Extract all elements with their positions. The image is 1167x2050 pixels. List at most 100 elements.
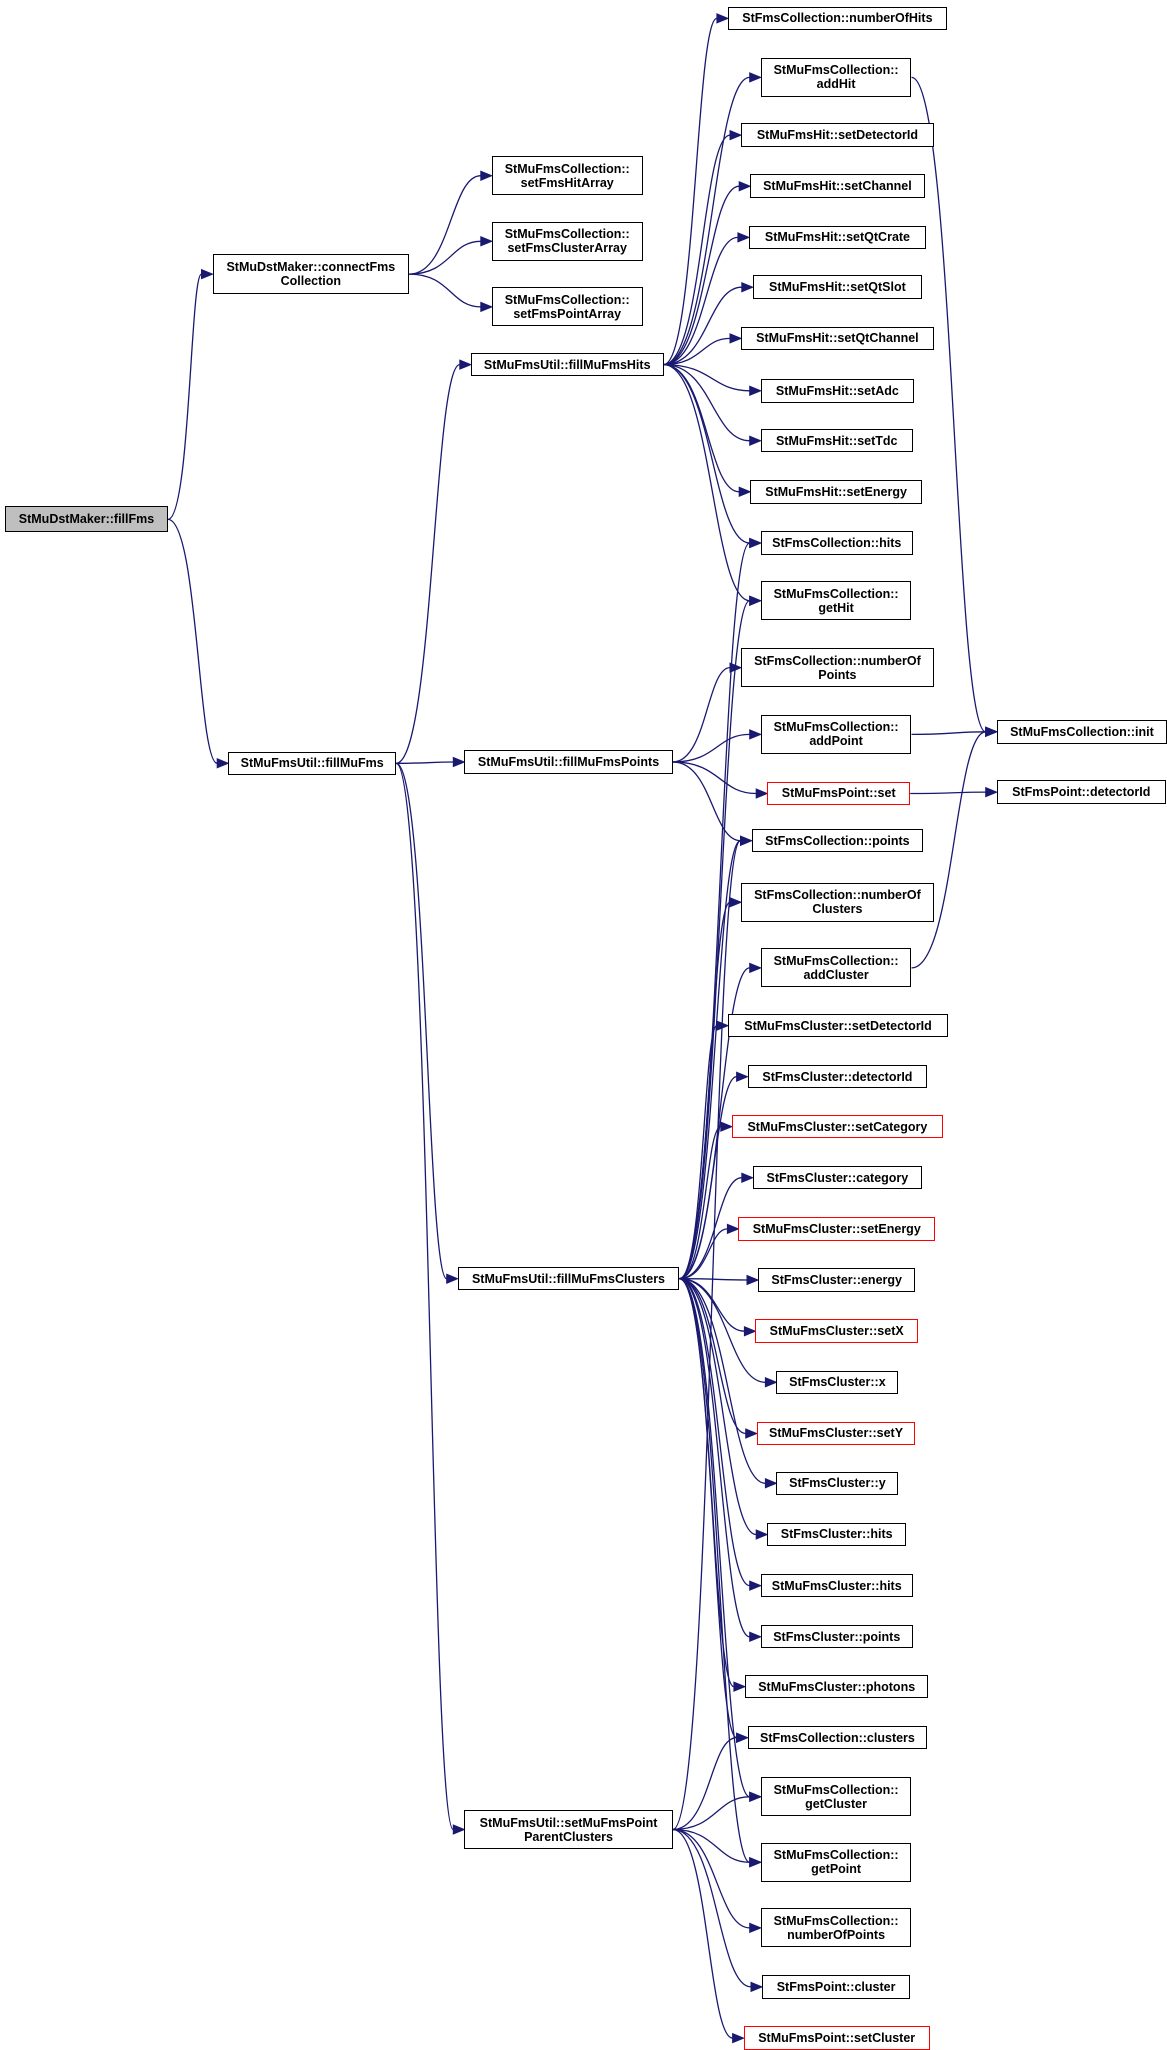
node-label-line: StMuFmsUtil::setMuFmsPoint xyxy=(479,1815,658,1830)
edge-n1-n2 xyxy=(167,273,203,521)
node-stmufmscollection-getcluster[interactable]: StMuFmsCollection::getCluster xyxy=(760,1777,912,1817)
node-stfmscluster-hits[interactable]: StFmsCluster::hits xyxy=(767,1522,907,1547)
node-stmufmscluster-setdetectorid[interactable]: StMuFmsCluster::setDetectorId xyxy=(727,1013,949,1038)
node-stmufmscluster-photons[interactable]: StMuFmsCluster::photons xyxy=(744,1674,929,1699)
edge-n2-n6 xyxy=(409,273,481,308)
node-stfmscluster-points[interactable]: StFmsCluster::points xyxy=(760,1624,913,1649)
node-stmufmscollection-gethit[interactable]: StMuFmsCollection::getHit xyxy=(760,581,912,621)
arrowhead-n10-n26 xyxy=(740,835,753,846)
node-stfmscluster-detectorid[interactable]: StFmsCluster::detectorId xyxy=(747,1064,928,1089)
node-stfmscluster-y[interactable]: StFmsCluster::y xyxy=(776,1471,899,1496)
node-stmufmscollection-setfmsclusterarray[interactable]: StMuFmsCollection::setFmsClusterArray xyxy=(491,221,643,261)
node-label-line: getHit xyxy=(818,600,854,615)
node-stmufmshit-setenergy[interactable]: StMuFmsHit::setEnergy xyxy=(750,480,922,504)
node-label-line: StMuFmsHit::setAdc xyxy=(775,383,899,398)
node-label-line: setFmsHitArray xyxy=(520,175,614,190)
edge-n10-n46 xyxy=(672,1828,750,1929)
edge-n9-n39 xyxy=(679,1278,757,1536)
node-label-line: StMuFmsCollection:: xyxy=(504,227,630,242)
node-stfmscollection-hits[interactable]: StFmsCollection::hits xyxy=(760,531,913,555)
node-stmufmscollection-getpoint[interactable]: StMuFmsCollection::getPoint xyxy=(760,1842,912,1882)
node-stmufmshit-setqtchannel[interactable]: StMuFmsHit::setQtChannel xyxy=(741,326,934,351)
node-stmufmspoint-set[interactable]: StMuFmsPoint::set xyxy=(767,781,911,806)
node-stmufmshit-setqtcrate[interactable]: StMuFmsHit::setQtCrate xyxy=(748,225,926,250)
edge-n12-n49 xyxy=(911,76,987,733)
edge-n9-n26 xyxy=(679,840,742,1280)
edge-n9-n36 xyxy=(679,1278,766,1383)
node-stfmscluster-category[interactable]: StFmsCluster::category xyxy=(752,1165,922,1190)
node-stfmscluster-energy[interactable]: StFmsCluster::energy xyxy=(758,1268,916,1292)
arrowhead-n10-n45 xyxy=(749,1857,763,1868)
node-stmufmscollection-setfmspointarray[interactable]: StMuFmsCollection::setFmsPointArray xyxy=(491,287,643,327)
node-label-line: StMuFmsCollection:: xyxy=(773,63,899,78)
node-stmufmshit-setdetectorid[interactable]: StMuFmsHit::setDetectorId xyxy=(741,123,934,147)
edge-n9-n45 xyxy=(679,1278,751,1863)
arrowhead-n9-n21 xyxy=(749,537,763,549)
node-stmufmscollection-addhit[interactable]: StMuFmsCollection::addHit xyxy=(760,57,912,97)
node-stmufmshit-setadc[interactable]: StMuFmsHit::setAdc xyxy=(760,379,915,403)
node-stmufmscollection-addcluster[interactable]: StMuFmsCollection::addCluster xyxy=(760,948,912,988)
node-stmufmsutil-fillmufms[interactable]: StMuFmsUtil::fillMuFms xyxy=(228,751,397,776)
edge-n3-n8 xyxy=(396,761,454,764)
node-stfmscollection-clusters[interactable]: StFmsCollection::clusters xyxy=(747,1725,928,1750)
node-stmufmshit-setchannel[interactable]: StMuFmsHit::setChannel xyxy=(750,174,925,198)
edge-n8-n25 xyxy=(672,761,757,795)
node-label-line: StMuFmsCluster::setY xyxy=(769,1426,904,1441)
edge-n9-n34 xyxy=(679,1278,748,1281)
arrowhead-n28-n49 xyxy=(985,726,999,738)
node-label-line: StMuFmsHit::setChannel xyxy=(763,179,912,194)
arrowhead-n9-n34 xyxy=(746,1274,760,1286)
node-stmufmscluster-setx[interactable]: StMuFmsCluster::setX xyxy=(755,1319,918,1343)
node-label-line: addCluster xyxy=(803,967,869,982)
node-stmufmscluster-sety[interactable]: StMuFmsCluster::setY xyxy=(756,1421,916,1446)
node-stmufmspoint-setcluster[interactable]: StMuFmsPoint::setCluster xyxy=(743,2026,930,2050)
arrowhead-n9-n32 xyxy=(741,1172,755,1183)
edge-n9-n33 xyxy=(679,1228,728,1280)
node-stmufmscollection-numberofpoints[interactable]: StMuFmsCollection::numberOfPoints xyxy=(760,1908,912,1948)
node-label-line: StMuFmsCluster::setEnergy xyxy=(752,1221,921,1236)
arrowhead-n7-n15 xyxy=(737,232,751,243)
node-label-line: StMuFmsCollection:: xyxy=(773,586,899,601)
node-label-line: StFmsCluster::hits xyxy=(780,1527,893,1542)
node-stfmscollection-points[interactable]: StFmsCollection::points xyxy=(751,828,924,853)
node-stmufmscollection-setfmshitarray[interactable]: StMuFmsCollection::setFmsHitArray xyxy=(491,156,643,196)
node-stmudstmaker-fillfms[interactable]: StMuDstMaker::fillFms xyxy=(5,506,168,533)
node-stmufmshit-settdc[interactable]: StMuFmsHit::setTdc xyxy=(760,428,913,453)
arrowhead-n7-n11 xyxy=(716,13,730,24)
node-stmufmscluster-setcategory[interactable]: StMuFmsCluster::setCategory xyxy=(731,1114,943,1139)
arrowhead-n10-n44 xyxy=(749,1791,763,1803)
node-stmufmsutil-fillmufmsclusters[interactable]: StMuFmsUtil::fillMuFmsClusters xyxy=(457,1266,680,1291)
edge-n9-n38 xyxy=(679,1278,766,1484)
node-label-line: StMuFmsHit::setQtCrate xyxy=(764,230,911,245)
arrowhead-n9-n42 xyxy=(733,1681,747,1692)
edge-n7-n15 xyxy=(663,236,738,366)
node-stmufmscluster-setenergy[interactable]: StMuFmsCluster::setEnergy xyxy=(738,1217,936,1241)
node-label-line: StMuFmsUtil::fillMuFmsHits xyxy=(483,357,651,372)
node-stfmscluster-x[interactable]: StFmsCluster::x xyxy=(776,1370,899,1395)
node-stfmscollection-numberofhits[interactable]: StFmsCollection::numberOfHits xyxy=(727,6,947,31)
node-stmufmsutil-fillmufmshits[interactable]: StMuFmsUtil::fillMuFmsHits xyxy=(470,352,664,377)
edge-n10-n48 xyxy=(672,1828,733,2039)
arrowhead-n9-n22 xyxy=(749,595,763,606)
node-label-line: StMuFmsPoint::setCluster xyxy=(758,2031,916,2046)
node-stfmspoint-detectorid[interactable]: StFmsPoint::detectorId xyxy=(996,780,1166,804)
node-label-line: setFmsPointArray xyxy=(513,306,622,321)
node-stmufmscollection-init[interactable]: StMuFmsCollection::init xyxy=(996,720,1167,744)
edge-n8-n23 xyxy=(672,666,731,763)
edge-n8-n24 xyxy=(672,733,750,763)
edge-n7-n18 xyxy=(663,363,750,392)
edge-n3-n7 xyxy=(395,363,461,764)
node-stmufmshit-setqtslot[interactable]: StMuFmsHit::setQtSlot xyxy=(752,275,922,299)
node-label-line: StMuFmsHit::setDetectorId xyxy=(756,128,918,143)
node-stmufmscluster-hits[interactable]: StMuFmsCluster::hits xyxy=(760,1573,913,1598)
node-stmufmsutil-fillmufmspoints[interactable]: StMuFmsUtil::fillMuFmsPoints xyxy=(464,750,673,774)
arrowhead-n7-n14 xyxy=(738,180,752,192)
arrowhead-n3-n10 xyxy=(452,1824,466,1835)
node-stmufmscollection-addpoint[interactable]: StMuFmsCollection::addPoint xyxy=(760,714,912,755)
node-stfmspoint-cluster[interactable]: StFmsPoint::cluster xyxy=(762,1975,911,1999)
arrowhead-n9-n39 xyxy=(755,1529,769,1540)
